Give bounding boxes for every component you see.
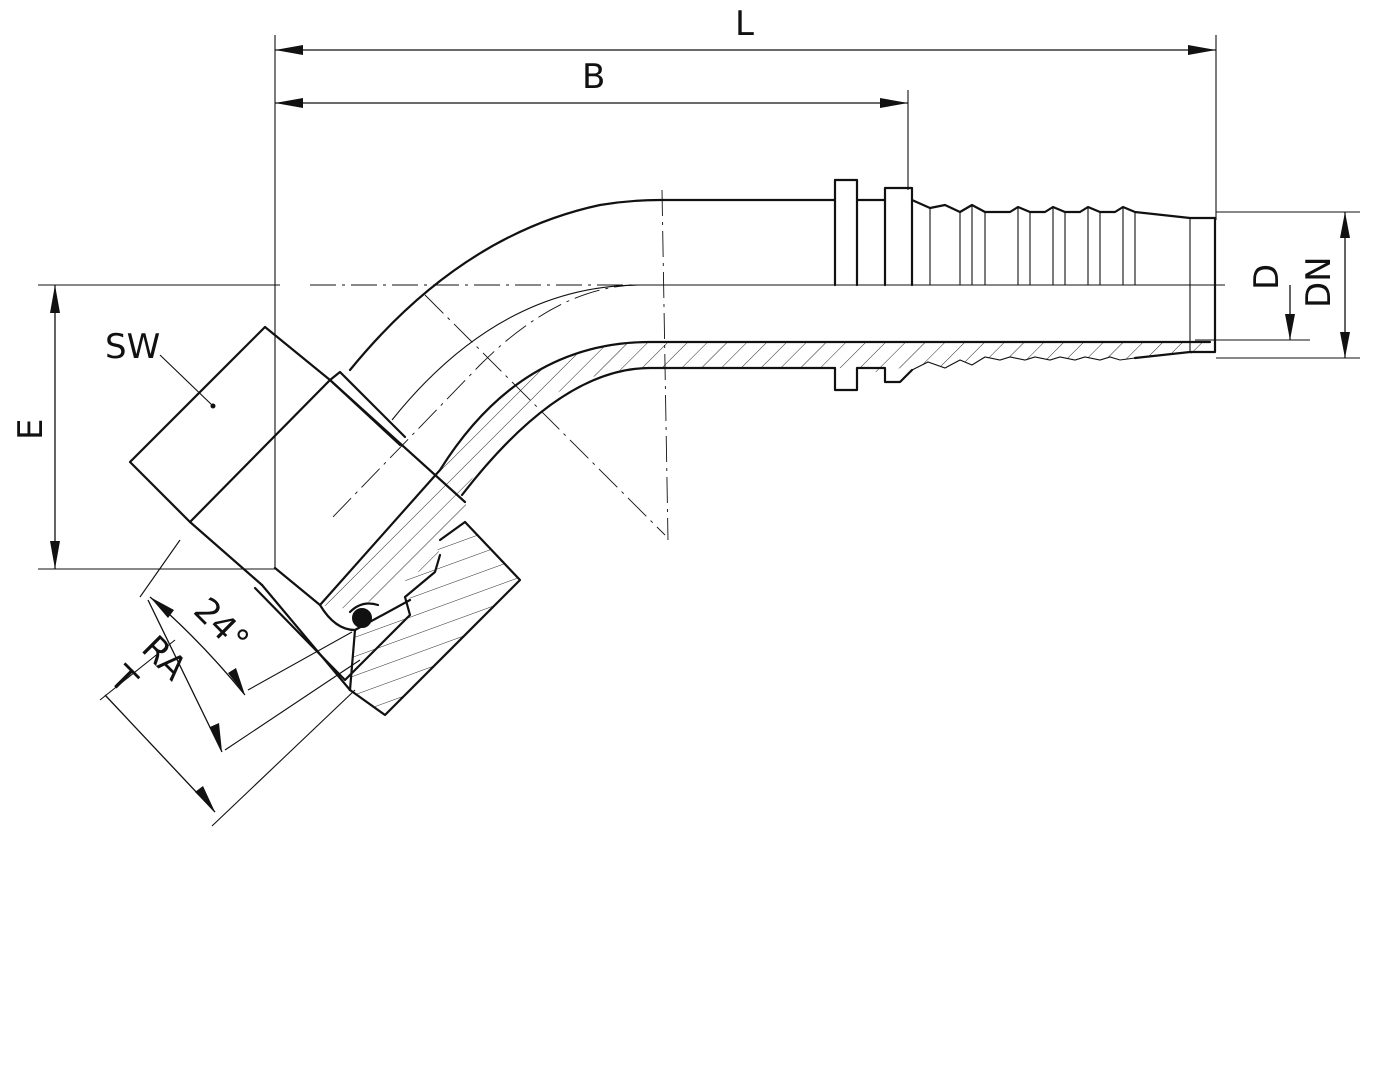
dimension-L [275, 45, 1216, 55]
dimension-B [275, 98, 908, 108]
label-RA: RA [134, 628, 194, 688]
dimension-RA [147, 599, 361, 753]
dimension-DN [1340, 212, 1350, 358]
dimension-T [99, 639, 356, 827]
dimension-E [50, 285, 60, 569]
fitting-body [318, 178, 1217, 607]
label-SW: SW [105, 327, 160, 367]
dimension-D [1285, 285, 1295, 340]
label-E: E [11, 419, 51, 440]
label-B: B [582, 57, 605, 97]
swivel-nut [128, 325, 522, 717]
section-hatching [320, 342, 1210, 715]
dimension-cone-angle [139, 539, 353, 696]
extension-lines [38, 35, 1360, 570]
label-D: D [1247, 264, 1287, 290]
label-L: L [735, 4, 754, 44]
label-DN: DN [1299, 256, 1339, 308]
label-cone-angle: 24° [186, 590, 257, 661]
